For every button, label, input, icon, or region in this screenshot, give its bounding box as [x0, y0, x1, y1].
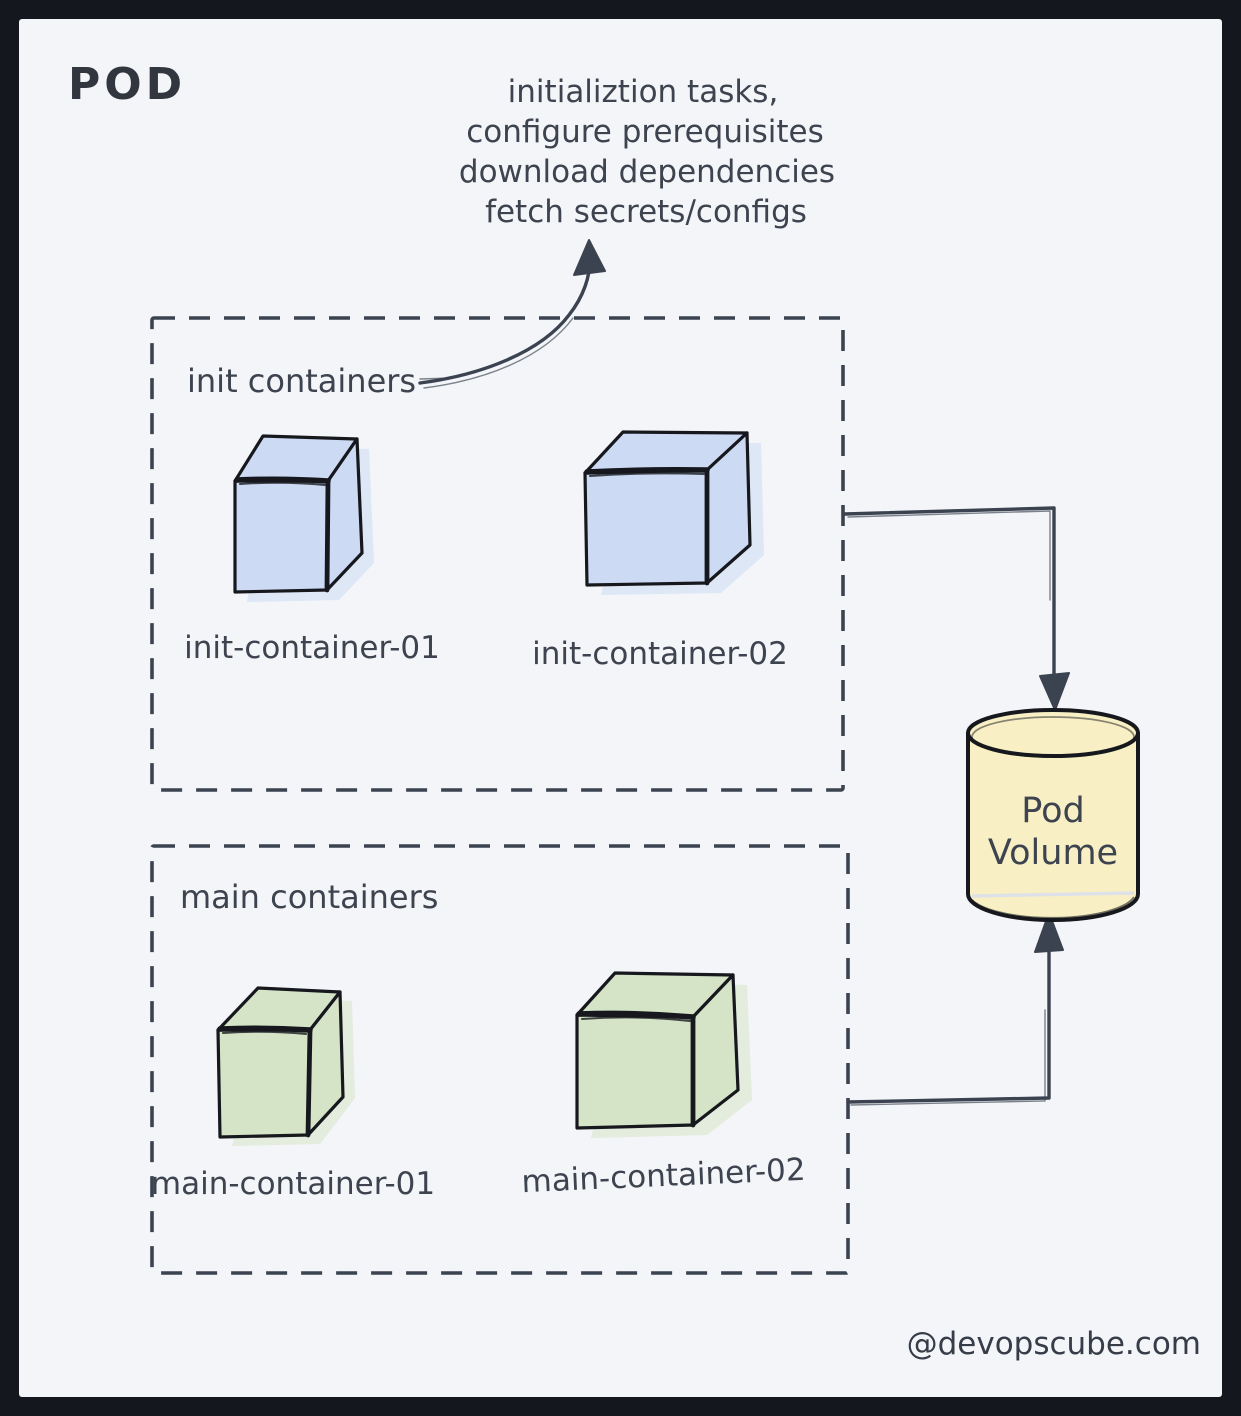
- pod-volume-cylinder: Pod Volume: [966, 708, 1140, 922]
- annotation-line-1: initializtion tasks,: [508, 74, 779, 110]
- pod-volume-label-line2: Volume: [988, 833, 1118, 873]
- main-container-01-cube: [216, 986, 355, 1146]
- arrowhead-up-icon: [573, 239, 606, 276]
- init-container-02-label: init-container-02: [532, 636, 788, 672]
- page-title: POD: [68, 59, 186, 110]
- init-container-02-cube: [583, 430, 764, 595]
- arrow-init-to-volume: [843, 506, 1070, 711]
- arrow-main-to-volume: [846, 912, 1064, 1106]
- init-annotation: initializtion tasks, configure prerequis…: [459, 74, 835, 230]
- annotation-line-3: download dependencies: [459, 154, 835, 190]
- arrowhead-up-icon: [1034, 912, 1064, 953]
- init-container-01-label: init-container-01: [184, 630, 440, 666]
- arrowhead-down-icon: [1039, 672, 1070, 711]
- init-group-label: init containers: [187, 362, 416, 400]
- init-containers-box: [150, 316, 845, 792]
- arrow-label-to-annotation: [418, 239, 606, 389]
- main-group-label: main containers: [180, 878, 438, 916]
- main-container-01-label: main-container-01: [151, 1166, 435, 1202]
- annotation-line-2: configure prerequisites: [466, 114, 824, 150]
- main-container-02-cube: [575, 971, 752, 1138]
- annotation-line-4: fetch secrets/configs: [485, 194, 807, 230]
- init-container-01-cube: [233, 434, 374, 602]
- watermark: @devopscube.com: [907, 1326, 1201, 1362]
- pod-volume-label-line1: Pod: [1021, 791, 1085, 831]
